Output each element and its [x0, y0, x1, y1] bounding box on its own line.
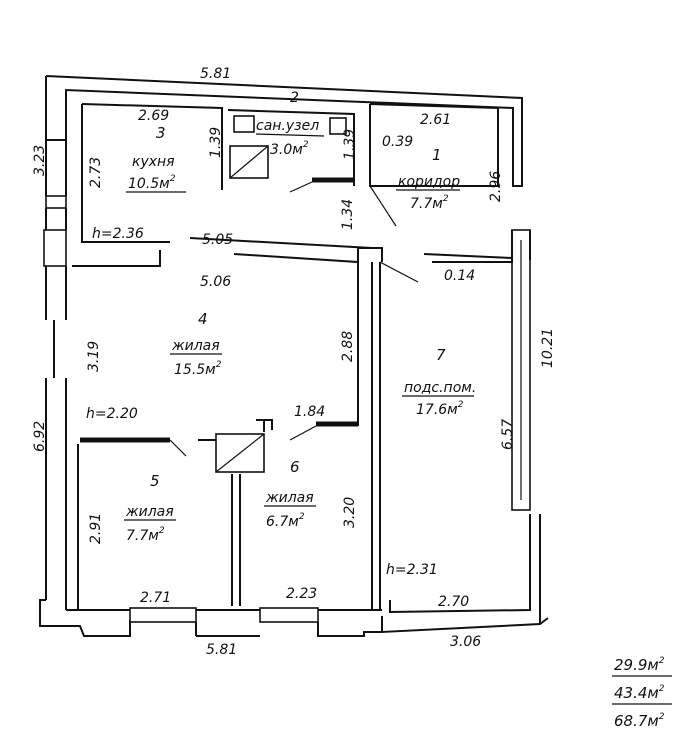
room-2-area: 3.0м2 [270, 140, 309, 158]
dim-corridor-step: 0.14 [444, 268, 475, 284]
dim-bottom-width: 5.81 [206, 642, 237, 658]
room-labels: 3 кухня 10.5м2 сан.узел 3.0м2 1 коридор … [124, 118, 476, 544]
room-3-name: кухня [132, 154, 175, 170]
height-living: h=2.20 [86, 406, 138, 422]
room-5-number: 5 [150, 472, 160, 490]
dim-room7-height: 6.57 [500, 419, 516, 450]
dim-corridor-small: 0.39 [382, 134, 413, 150]
dim-hall-number: 2 [290, 90, 299, 106]
room-1-area: 7.7м2 [410, 194, 449, 212]
dim-room4-height: 3.19 [86, 341, 102, 372]
room-5-name: жилая [125, 504, 174, 520]
room-7-name: подс.пом. [404, 380, 476, 396]
dim-room6-height: 3.20 [342, 497, 358, 528]
total-2: 43.4м2 [614, 684, 665, 702]
dim-bath-height-left: 1.39 [208, 127, 224, 158]
room-4-name: жилая [171, 338, 220, 354]
dim-room5-width: 2.71 [140, 590, 171, 606]
room-6-number: 6 [290, 458, 300, 476]
dim-hall4-top-a: 5.05 [202, 232, 233, 248]
dim-right-height: 10.21 [540, 328, 556, 368]
dim-room6-bottom: 2.23 [286, 586, 317, 602]
room-7-number: 7 [436, 346, 446, 364]
dim-room5-height: 2.91 [88, 513, 104, 544]
room-1-number: 1 [432, 146, 442, 164]
room-2-name: сан.узел [256, 118, 319, 134]
room-3-area: 10.5м2 [128, 174, 176, 192]
dim-bath-height-right: 1.39 [342, 129, 358, 160]
room-6-area: 6.7м2 [266, 512, 305, 530]
dim-left-height: 6.92 [32, 421, 48, 452]
total-1: 29.9м2 [614, 656, 665, 674]
room-3-number: 3 [156, 124, 166, 142]
outer-walls [39, 75, 549, 637]
ceiling-heights: h=2.36 h=2.20 h=2.31 [86, 226, 438, 578]
dimension-labels: 5.81 2 2.69 2.61 0.39 0.14 5.05 5.06 1.8… [32, 66, 556, 658]
room-1-name: коридор [398, 174, 460, 190]
dim-room6-width: 1.84 [294, 404, 325, 420]
dim-bottom-right-width: 3.06 [450, 634, 481, 650]
dim-room4-right: 2.88 [340, 331, 356, 362]
interior-walls [72, 103, 513, 610]
area-totals: 29.9м2 43.4м2 68.7м2 [612, 656, 672, 730]
dim-corridor-width: 2.61 [420, 112, 451, 128]
dim-hall4-top-b: 5.06 [200, 274, 231, 290]
room-6-name: жилая [265, 490, 314, 506]
height-kitchen: h=2.36 [92, 226, 144, 242]
total-3: 68.7м2 [614, 712, 665, 730]
room-5-area: 7.7м2 [126, 526, 165, 544]
room-4-number: 4 [198, 310, 208, 328]
dim-room7-width: 2.70 [438, 594, 469, 610]
room-7-area: 17.6м2 [416, 400, 464, 418]
dim-corridor-passage: 1.34 [340, 199, 356, 230]
dim-kitchen-width: 2.69 [138, 108, 169, 124]
room-4-area: 15.5м2 [174, 360, 222, 378]
dim-top-width: 5.81 [200, 66, 231, 82]
height-utility: h=2.31 [386, 562, 438, 578]
dim-left-top-segment: 3.23 [32, 145, 48, 176]
dim-kitchen-height: 2.73 [88, 157, 104, 188]
dim-corridor-height: 2.96 [488, 171, 504, 202]
